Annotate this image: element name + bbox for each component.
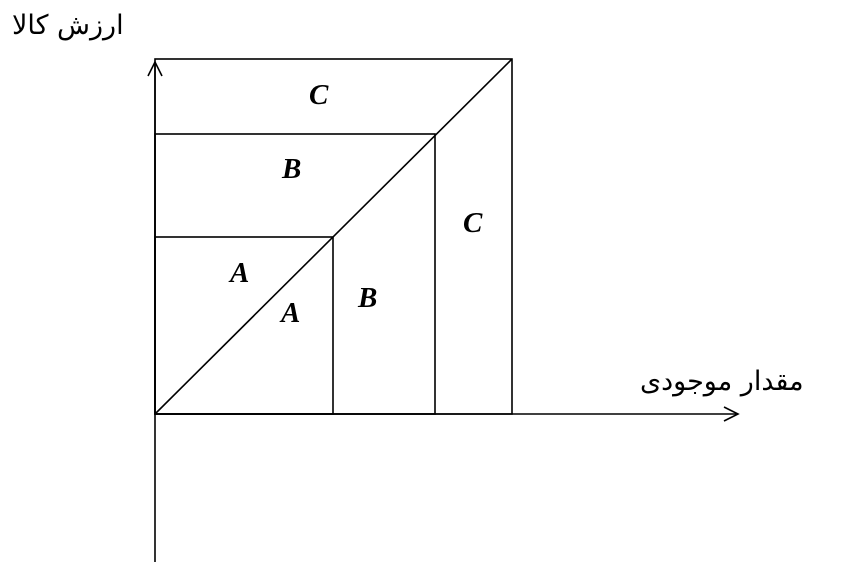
region-label-a-top: A bbox=[228, 257, 249, 289]
region-label-a-lower: A bbox=[279, 297, 300, 329]
diagonal-line bbox=[154, 58, 513, 415]
x-axis-arrowhead bbox=[723, 406, 740, 422]
region-label-c-right: C bbox=[463, 207, 483, 239]
box-a bbox=[154, 236, 334, 415]
region-label-c-top: C bbox=[309, 79, 329, 111]
y-axis-title: ارزش کالا bbox=[12, 10, 124, 41]
region-label-b-top: B bbox=[281, 153, 301, 185]
x-axis-title: مقدار موجودی bbox=[640, 366, 804, 397]
region-label-b-lower: B bbox=[357, 282, 377, 314]
